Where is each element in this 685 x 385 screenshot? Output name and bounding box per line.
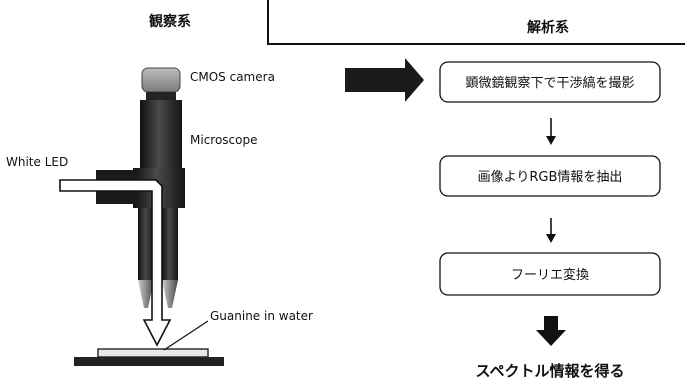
step-label-1: 顕微鏡観察下で干渉縞を撮影 bbox=[465, 75, 634, 91]
step-label-2: 画像よりRGB情報を抽出 bbox=[478, 170, 623, 185]
down-arrow-head-2 bbox=[546, 234, 556, 243]
sample-pointer bbox=[163, 320, 209, 351]
objective-tip-right bbox=[162, 280, 178, 308]
sample-label: Guanine in water bbox=[210, 309, 313, 323]
sample-dish bbox=[97, 348, 209, 358]
step-box-1 bbox=[439, 61, 661, 103]
analysis-system-title: 解析系 bbox=[527, 19, 569, 36]
cmos-camera bbox=[141, 67, 181, 93]
microscope-stage bbox=[74, 357, 224, 366]
big-right-arrow bbox=[345, 58, 424, 102]
step-box-2 bbox=[439, 155, 661, 197]
observation-system-title: 観察系 bbox=[149, 13, 191, 30]
bold-down-arrow bbox=[536, 316, 566, 346]
camera-mount bbox=[146, 92, 176, 100]
step-label-3: フーリエ変換 bbox=[511, 267, 589, 283]
analysis-flowchart: 顕微鏡観察下で干渉縞を撮影 画像よりRGB情報を抽出 フーリエ変換 スペクトル情… bbox=[439, 61, 661, 380]
microscope-upper-tube bbox=[140, 100, 182, 168]
microscope-label: Microscope bbox=[190, 133, 258, 147]
microscope-apparatus bbox=[59, 67, 224, 366]
objective-tube-right bbox=[162, 208, 178, 280]
step-box-3 bbox=[439, 252, 661, 296]
objective-tube-left bbox=[138, 208, 154, 280]
camera-label: CMOS camera bbox=[190, 70, 275, 84]
objective-tip-left bbox=[138, 280, 154, 308]
header-frame bbox=[267, 0, 685, 45]
light-path-arrow bbox=[59, 179, 172, 347]
down-arrow-head-1 bbox=[546, 136, 556, 145]
led-label: White LED bbox=[6, 155, 68, 169]
result-label: スペクトル情報を得る bbox=[476, 362, 625, 380]
